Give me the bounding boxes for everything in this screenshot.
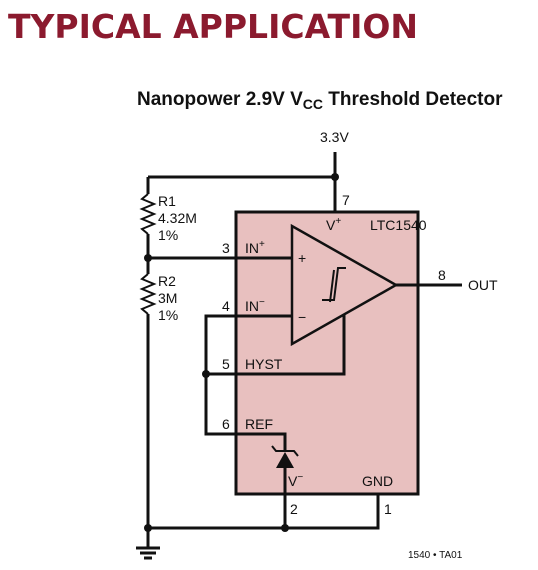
r1-name: R1: [158, 193, 176, 209]
r2-resistor: [139, 273, 157, 315]
zener-bar: [271, 445, 299, 457]
hysteresis-icon: [322, 267, 346, 301]
pin4-number: 4: [222, 298, 230, 314]
r2-name: R2: [158, 273, 176, 289]
pin5-number: 5: [222, 356, 230, 372]
pin6-number: 6: [222, 416, 230, 432]
zener-diode-icon: [276, 452, 294, 468]
figure-id: 1540 • TA01: [408, 550, 463, 561]
ground-junction: [144, 524, 152, 532]
pin3-label: IN+: [245, 239, 265, 256]
supply-junction: [331, 173, 339, 181]
chip-name: LTC1540: [370, 217, 427, 233]
r1-tolerance: 1%: [158, 227, 178, 243]
divider-junction: [144, 254, 152, 262]
r2-tolerance: 1%: [158, 307, 178, 323]
vminus-label: V−: [288, 472, 303, 489]
r2-value: 3M: [158, 290, 177, 306]
title-tail: Threshold Detector: [323, 89, 503, 110]
ground-bus-wire: [148, 494, 380, 530]
title-main: Nanopower 2.9V V: [137, 89, 303, 110]
supply-label: 3.3V: [320, 129, 349, 145]
pin2-number: 2: [290, 501, 298, 517]
pin5-label: HYST: [245, 356, 283, 372]
pin4-label: IN−: [245, 297, 265, 314]
hysteresis-icon-edge: [329, 269, 335, 303]
output-label: OUT: [468, 277, 498, 293]
comparator-plus: +: [298, 250, 306, 266]
ref-feedback-wire: [204, 314, 292, 450]
comparator-symbol: [290, 223, 399, 347]
title-subscript: CC: [303, 96, 323, 112]
vplus-label: V+: [326, 216, 341, 233]
diagram-title: Nanopower 2.9V VCC Threshold Detector: [137, 89, 503, 112]
pin8-number: 8: [438, 267, 446, 283]
hyst-wire: [206, 299, 346, 376]
pin1-number: 1: [384, 501, 392, 517]
pin7-number: 7: [342, 192, 350, 208]
r1-value: 4.32M: [158, 210, 197, 226]
pin3-number: 3: [222, 240, 230, 256]
pin2-junction: [281, 524, 289, 532]
hyst-junction: [202, 370, 210, 378]
gnd-label: GND: [362, 473, 393, 489]
r1-resistor: [139, 193, 157, 235]
section-header: TYPICAL APPLICATION: [8, 7, 418, 46]
comparator-minus: −: [298, 309, 306, 325]
pin6-label: REF: [245, 416, 273, 432]
